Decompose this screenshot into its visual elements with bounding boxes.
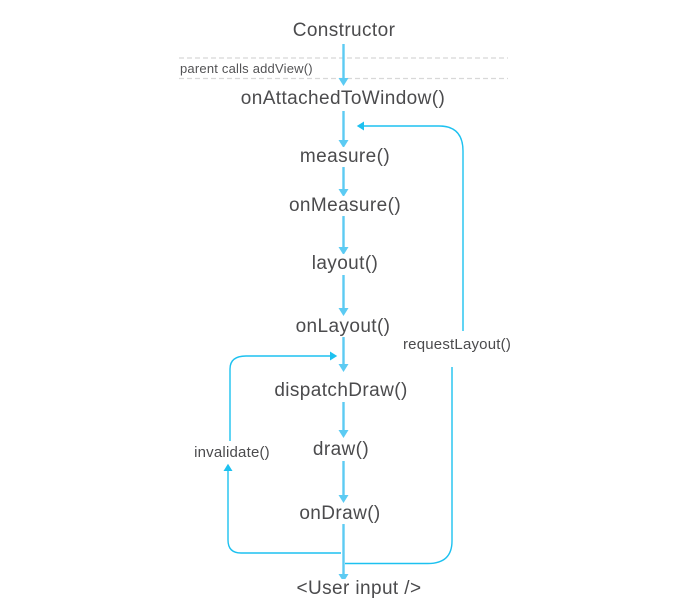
node-draw: draw() (309, 440, 373, 460)
requestlayout-loop-upper (356, 121, 464, 331)
node-dispatch-draw: dispatchDraw() (271, 381, 411, 401)
node-on-layout: onLayout() (292, 317, 394, 337)
node-layout: layout() (308, 254, 382, 274)
invalidate-loop-lower (223, 463, 341, 554)
node-user-input: <User input /> (293, 579, 425, 599)
node-on-attached-to-window: onAttachedToWindow() (237, 89, 449, 109)
node-on-measure: onMeasure() (285, 196, 405, 216)
edge-label-request-layout: requestLayout() (399, 337, 515, 353)
requestlayout-loop-lower (345, 367, 453, 565)
edge-label-invalidate: invalidate() (191, 445, 273, 461)
node-measure: measure() (296, 147, 394, 167)
annotation-parent-calls-addview: parent calls addView() (180, 60, 313, 76)
node-on-draw: onDraw() (296, 504, 384, 524)
invalidate-loop-upper (229, 351, 338, 441)
node-constructor: Constructor (289, 21, 399, 41)
